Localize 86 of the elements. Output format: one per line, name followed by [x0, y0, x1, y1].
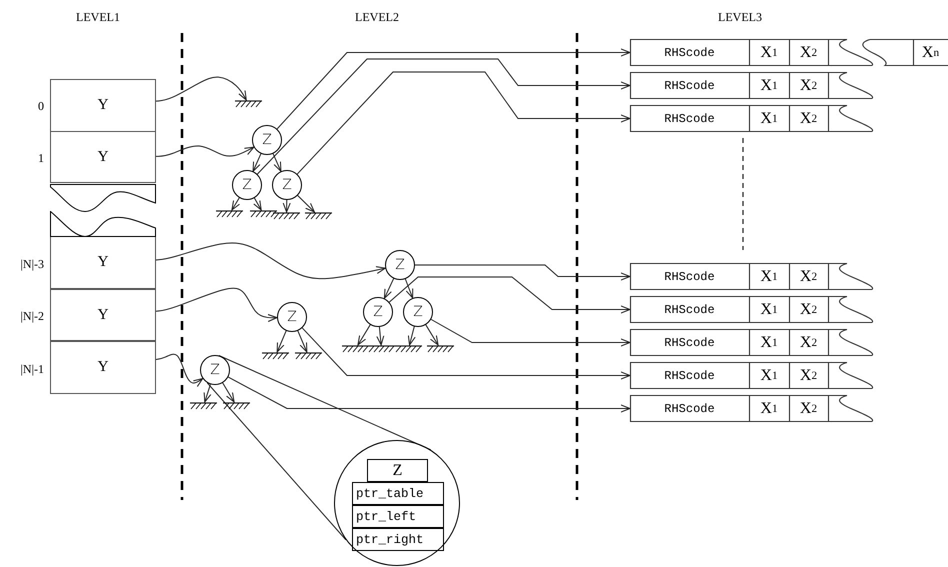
record-field: RHScode	[630, 329, 749, 356]
record-box	[630, 105, 872, 132]
record-field: RHScode	[630, 39, 749, 66]
ground-symbol	[216, 210, 243, 218]
ground-symbol	[342, 345, 369, 353]
record-box	[630, 39, 948, 66]
ground-symbol	[223, 402, 250, 410]
connector-line	[206, 382, 346, 540]
index-label: |N|-3	[20, 256, 44, 270]
index-label: |N|-2	[20, 309, 44, 323]
arrow	[228, 376, 630, 412]
record-field: RHScode	[630, 395, 749, 422]
arrow	[156, 145, 254, 157]
ground-symbol	[262, 352, 289, 360]
magnifier-circle	[334, 440, 460, 566]
tree-node: Z	[272, 170, 302, 200]
torn-table-edge	[50, 184, 156, 212]
arrow	[376, 326, 384, 346]
arrow	[404, 278, 414, 298]
record-field: RHScode	[630, 72, 749, 99]
arrow	[156, 76, 247, 102]
index-label: 1	[38, 151, 44, 165]
arrow	[272, 153, 282, 172]
record-field: RHScode	[630, 263, 749, 290]
tree-node: Z	[277, 302, 307, 332]
record-box	[630, 263, 872, 290]
record-field: RHScode	[630, 362, 749, 389]
arrow	[256, 58, 630, 175]
table-cell: Y	[50, 341, 156, 394]
arrow	[156, 288, 278, 322]
tree-node: Z	[200, 355, 230, 385]
arrow	[156, 242, 386, 280]
arrow	[282, 200, 291, 212]
arrow	[357, 324, 371, 346]
record-box	[630, 362, 872, 389]
arrow	[408, 326, 416, 346]
record-box	[630, 72, 872, 99]
tree-node: Z	[385, 250, 415, 280]
level-heading: LEVEL2	[354, 10, 400, 24]
table-cell: Y	[50, 131, 156, 183]
index-label: 0	[38, 98, 44, 112]
arrow	[302, 327, 630, 380]
ground-symbol	[190, 402, 217, 410]
arrow	[297, 195, 315, 212]
tree-node: Z	[252, 125, 282, 155]
record-box	[630, 395, 872, 422]
level-heading: LEVEL3	[717, 10, 763, 24]
record-field: RHScode	[630, 296, 749, 323]
tree-node: Z	[363, 297, 393, 327]
arrow	[430, 318, 630, 346]
arrow	[276, 48, 630, 130]
arrow	[156, 354, 204, 388]
arrow	[388, 276, 630, 314]
arrow	[414, 264, 630, 280]
level-heading: LEVEL1	[75, 10, 121, 24]
index-label: |N|-1	[20, 362, 44, 376]
ground-symbol	[250, 210, 277, 218]
record-field: RHScode	[630, 105, 749, 132]
ground-symbol	[427, 345, 454, 353]
torn-table-edge	[50, 211, 156, 237]
arrow	[276, 330, 287, 352]
tree-node: Z	[403, 297, 433, 327]
record-box	[630, 296, 872, 323]
ground-symbol	[395, 345, 422, 353]
struct-field: ptr_right	[352, 528, 444, 551]
record-box	[630, 329, 872, 356]
ground-symbol	[235, 100, 262, 108]
arrow	[204, 384, 212, 402]
ground-symbol	[305, 212, 332, 220]
ground-symbol	[368, 345, 395, 353]
arrow	[384, 278, 394, 299]
arrow	[297, 330, 308, 352]
arrow	[296, 72, 630, 175]
table-cell: Y	[50, 79, 156, 132]
struct-field: ptr_table	[352, 482, 444, 505]
arrow	[231, 197, 240, 210]
ground-symbol	[295, 352, 322, 360]
ground-symbol	[273, 212, 300, 220]
struct-field: Z	[367, 459, 428, 482]
arrow	[252, 153, 262, 172]
table-cell: Y	[50, 289, 156, 341]
arrow	[222, 382, 235, 402]
struct-field: ptr_left	[352, 505, 444, 528]
tree-node: Z	[232, 170, 262, 200]
arrow	[253, 198, 262, 210]
arrow	[425, 324, 439, 346]
